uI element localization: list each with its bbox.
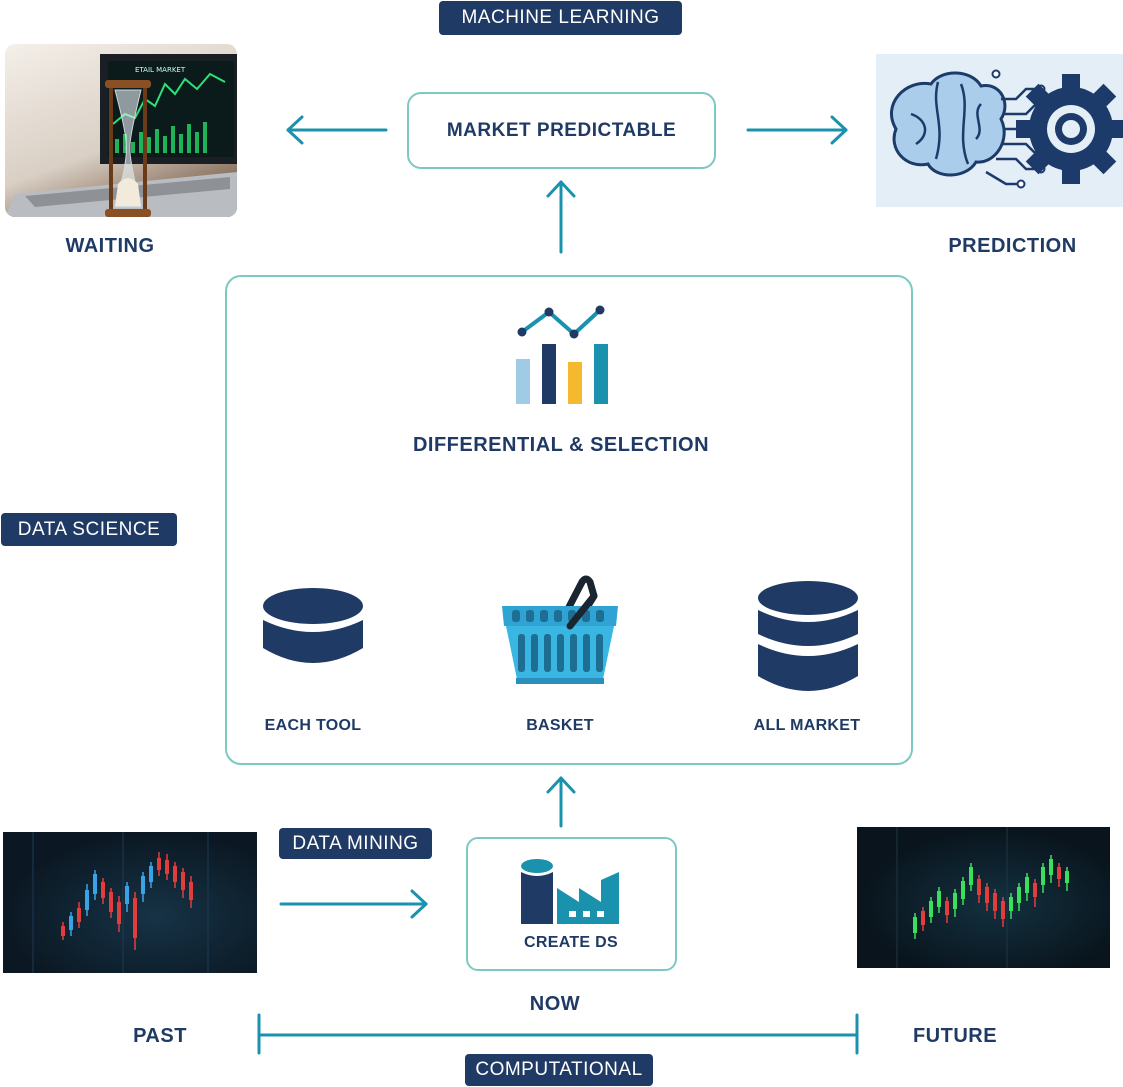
data-science-tag: DATA SCIENCE: [1, 513, 177, 546]
past-chart-image: [3, 832, 257, 973]
bar-chart-icon: [516, 305, 608, 404]
database-icon: [263, 588, 363, 663]
differential-selection-label: DIFFERENTIAL & SELECTION: [412, 434, 710, 456]
laptop-screen-caption: ETAIL MARKET: [135, 66, 186, 74]
arrow-data-mining-head: [410, 889, 428, 919]
future-label: FUTURE: [912, 1025, 998, 1047]
basket-icon: [502, 575, 618, 684]
all-market-label: ALL MARKET: [753, 717, 861, 734]
stacked-database-icon: [758, 581, 858, 691]
prediction-label: PREDICTION: [948, 235, 1077, 257]
computational-tag: COMPUTATIONAL: [465, 1054, 653, 1086]
market-predictable-box: MARKET PREDICTABLE: [407, 92, 716, 169]
waiting-image: ETAIL MARKET: [5, 44, 237, 217]
basket-label: BASKET: [526, 717, 594, 734]
arrow-to-waiting-head: [286, 115, 304, 145]
past-label: PAST: [133, 1025, 187, 1047]
waiting-label: WAITING: [65, 235, 155, 257]
each-tool-label: EACH TOOL: [264, 717, 362, 734]
machine-learning-tag: MACHINE LEARNING: [439, 1, 682, 35]
create-ds-label: CREATE DS: [524, 934, 618, 951]
arrow-up-to-market-head: [546, 180, 576, 198]
now-label: NOW: [529, 993, 581, 1015]
factory-icon: [521, 859, 619, 924]
arrow-up-from-create-head: [546, 776, 576, 794]
prediction-image: [876, 54, 1123, 207]
create-ds-box: [466, 837, 677, 971]
data-mining-tag: DATA MINING: [279, 828, 432, 859]
market-predictable-label: MARKET PREDICTABLE: [446, 119, 677, 141]
arrow-to-prediction-head: [830, 115, 848, 145]
future-chart-image: [857, 827, 1110, 968]
